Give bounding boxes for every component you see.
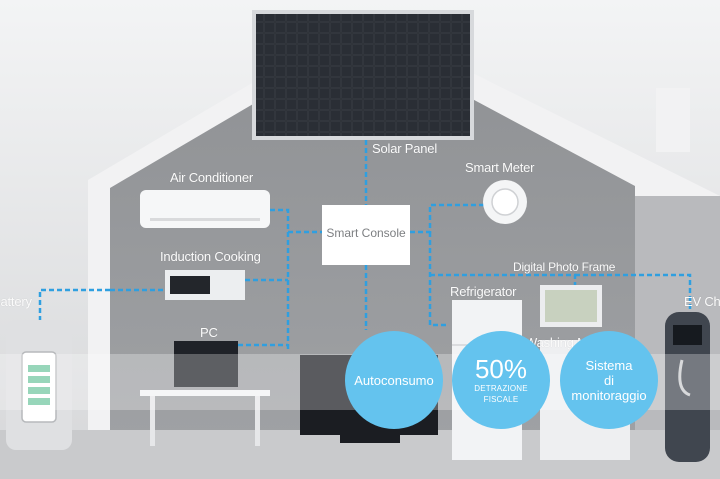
air-conditioner-graphic: [140, 190, 270, 228]
badge-autoconsumo-text: Autoconsumo: [354, 372, 434, 388]
badge-detrazione-line2: FISCALE: [483, 395, 519, 404]
badge-monitoraggio-line2: di: [603, 372, 615, 388]
pc-graphic: [140, 341, 270, 446]
induction-cooking-graphic: [165, 270, 245, 300]
badge-detrazione-value: 50%: [474, 354, 528, 384]
chimney: [656, 88, 690, 152]
solar-panel-graphic: [252, 10, 474, 140]
ev-charger-graphic: [665, 312, 710, 462]
label-digital-photo-frame: Digital Photo Frame: [513, 260, 616, 274]
smart-console-box: [322, 205, 410, 265]
badge-monitoraggio-line1: Sistema: [585, 357, 633, 373]
badge-monitoraggio: Sistema di monitoraggio: [560, 331, 658, 429]
badge-monitoraggio-line3: monitoraggio: [571, 387, 647, 403]
badge-autoconsumo: Autoconsumo: [345, 331, 443, 429]
label-induction-cooking: Induction Cooking: [160, 249, 261, 264]
wiring: [38, 140, 692, 350]
battery-graphic: [6, 320, 72, 450]
label-smart-meter: Smart Meter: [465, 160, 535, 175]
smart-meter-graphic: [483, 180, 527, 224]
label-air-conditioner: Air Conditioner: [170, 170, 253, 185]
label-battery: Battery: [0, 294, 32, 309]
label-solar-panel: Solar Panel: [372, 141, 438, 156]
label-smart-console: Smart Console: [326, 226, 406, 240]
badge-detrazione: 50% DETRAZIONE FISCALE: [452, 331, 550, 429]
label-ev-charger: EV Ch: [684, 294, 720, 309]
photo-frame-graphic: [540, 285, 602, 327]
label-pc: PC: [200, 325, 218, 340]
badge-detrazione-line1: DETRAZIONE: [474, 384, 528, 393]
label-refrigerator: Refrigerator: [450, 284, 517, 299]
